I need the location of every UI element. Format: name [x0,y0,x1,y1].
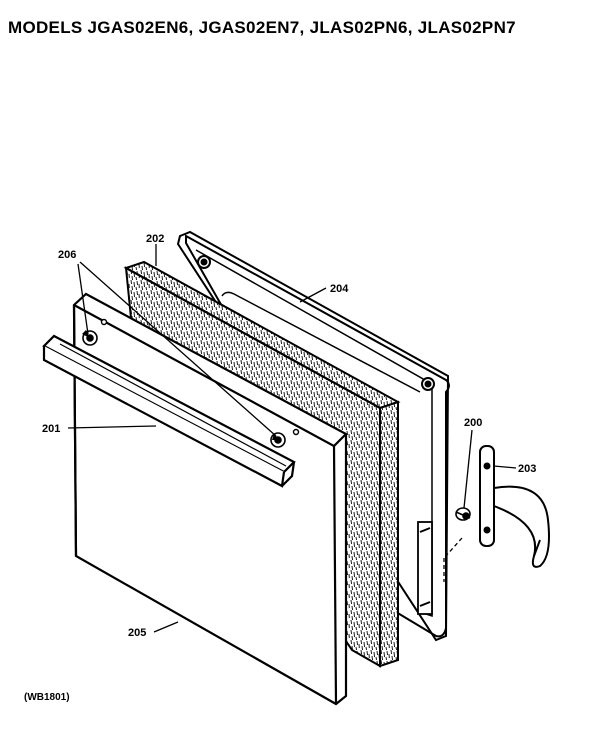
leader-arrow-206 [272,434,280,440]
callout-206: 206 [58,249,76,261]
callout-200: 200 [464,417,482,429]
leader-arrow-206b [82,330,90,338]
hinge-screw-200 [455,507,471,521]
panel-hole-right [292,428,300,436]
hinge-203 [479,445,550,568]
callout-202: 202 [146,233,164,245]
callout-205: 205 [128,627,146,639]
callout-201: 201 [42,423,60,435]
panel-hole-left [100,318,108,326]
callout-204: 204 [330,283,349,295]
leader-lines [67,244,517,633]
figure-code: (WB1801) [24,692,70,703]
page-title: MODELS JGAS02EN6, JGAS02EN7, JLAS02PN6, … [8,18,516,37]
door-handle-201 [42,334,296,488]
callout-203: 203 [518,463,536,475]
